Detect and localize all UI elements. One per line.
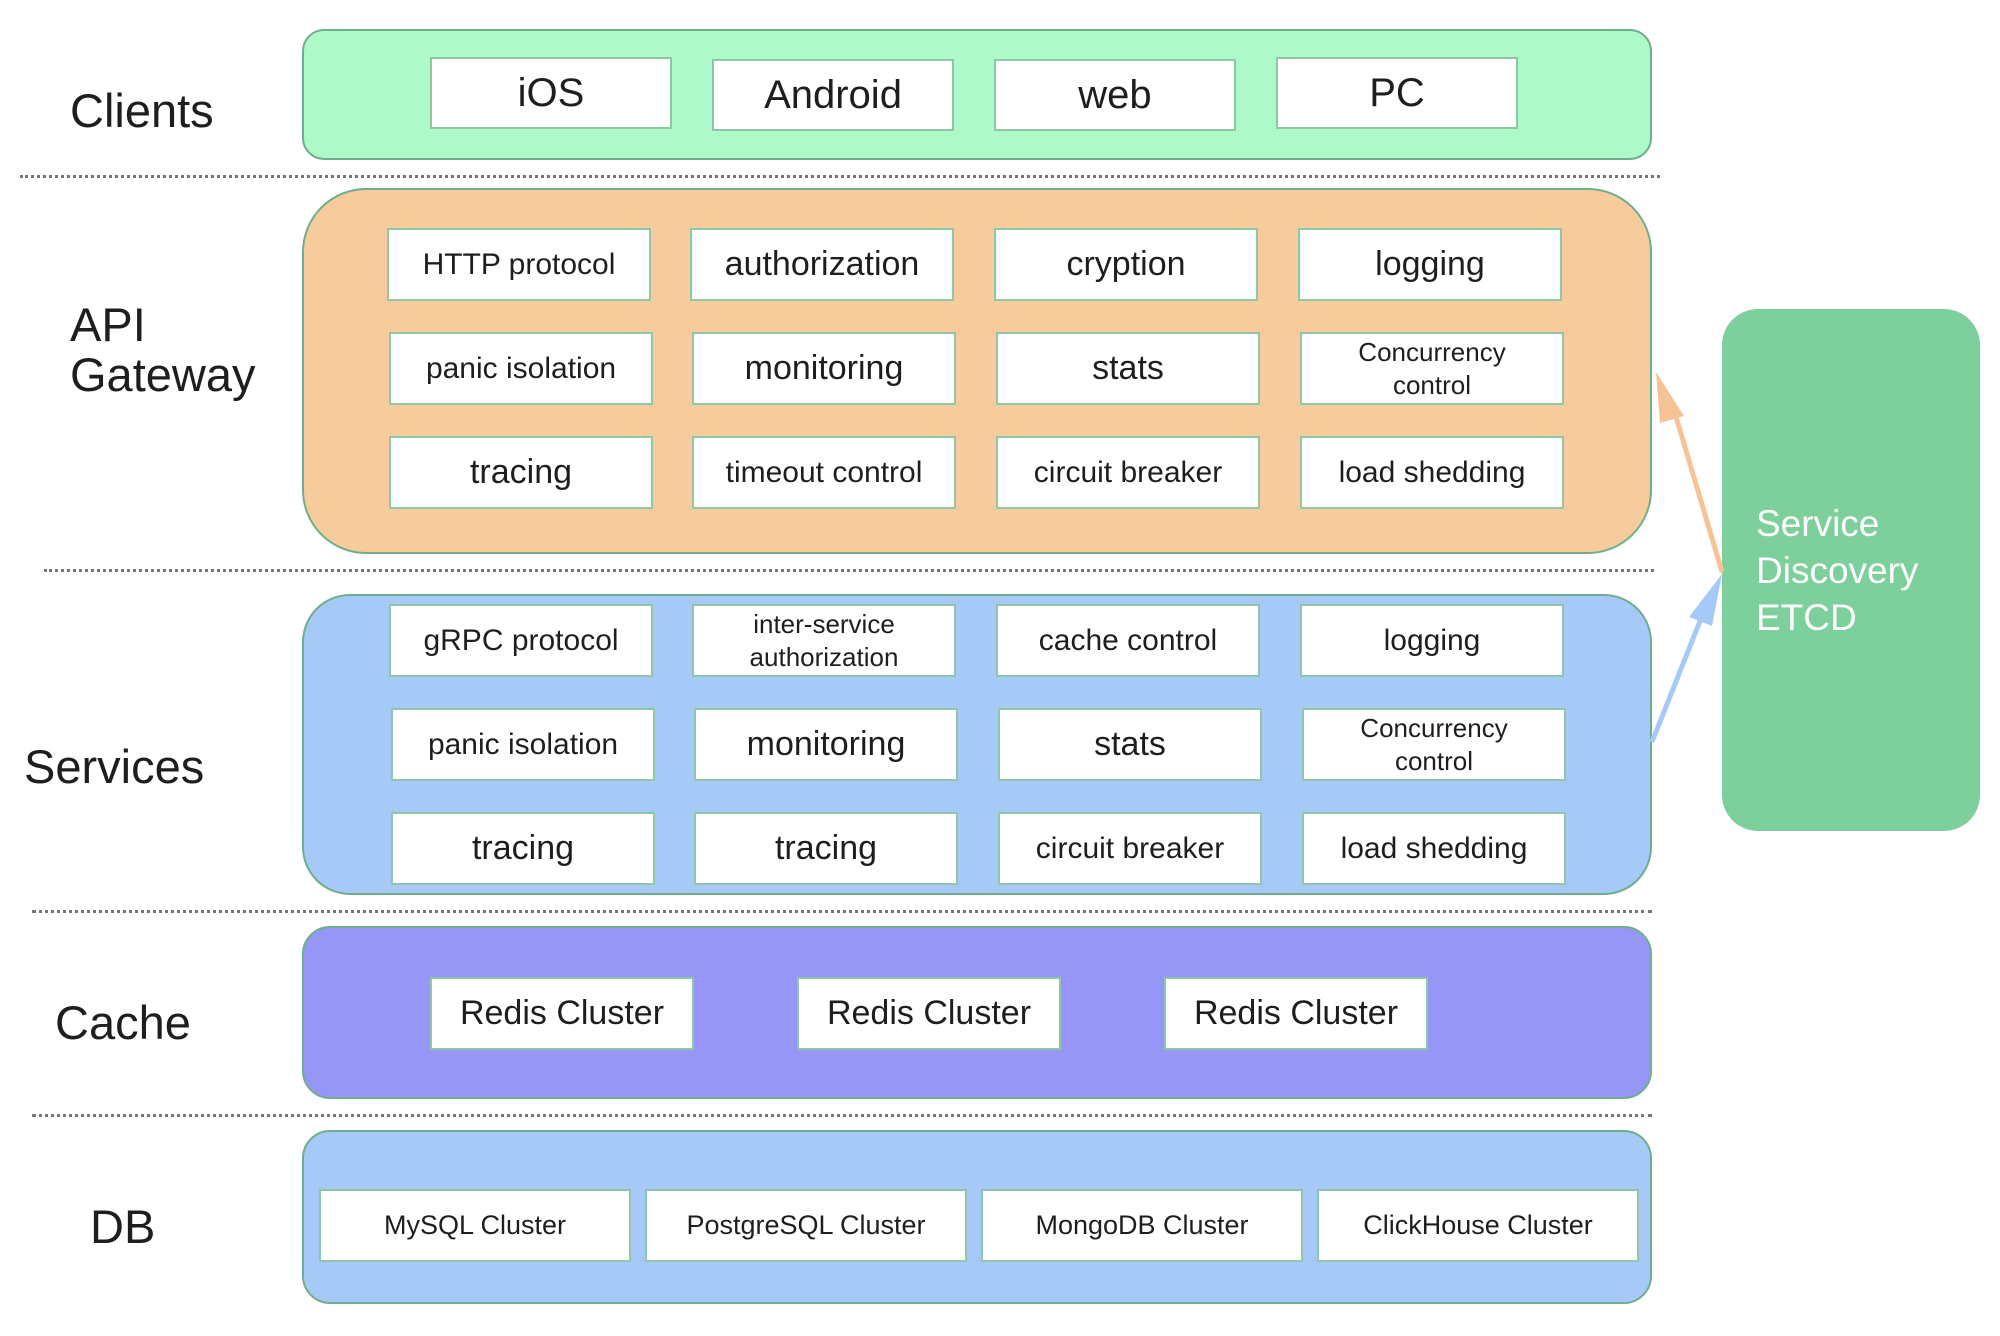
divider-clients-gateway [20,175,1660,178]
divider-services-cache [32,910,1652,913]
cache-layer-label: Cache [55,996,191,1049]
arrow-to-gateway-head [1656,372,1684,423]
arrow-to-services-line [1649,615,1705,743]
gateway-box-circuit-breaker: circuit breaker [996,436,1260,509]
db-box-postgresql: PostgreSQL Cluster [645,1189,967,1262]
db-box-mysql: MySQL Cluster [319,1189,631,1262]
gateway-box-timeout-control: timeout control [692,436,956,509]
service-discovery-panel [1722,309,1980,831]
client-box-pc: PC [1276,57,1518,129]
db-box-mongodb: MongoDB Cluster [981,1189,1303,1262]
gateway-box-load-shedding: load shedding [1300,436,1564,509]
gateway-box-logging: logging [1298,228,1562,301]
services-box-tracing-1: tracing [391,812,655,885]
services-box-circuit-breaker: circuit breaker [998,812,1262,885]
gateway-box-monitoring: monitoring [692,332,956,405]
client-box-ios: iOS [430,57,672,129]
service-discovery-line2: Discovery [1756,550,1919,591]
clients-layer-label: Clients [70,84,214,137]
services-concurrency-line1: Concurrency [1360,712,1508,743]
inter-service-line2: authorization [749,641,899,672]
gateway-concurrency-line2: control [1392,369,1472,400]
gateway-box-authorization: authorization [690,228,954,301]
gateway-layer-label-line2: Gateway [70,348,256,401]
services-box-grpc-protocol: gRPC protocol [389,604,653,677]
cache-box-redis-1: Redis Cluster [430,977,694,1050]
services-box-stats: stats [998,708,1262,781]
gateway-box-stats: stats [996,332,1260,405]
cache-box-redis-3: Redis Cluster [1164,977,1428,1050]
gateway-box-tracing: tracing [389,436,653,509]
service-discovery-line1: Service [1756,503,1880,544]
divider-gateway-services [44,569,1654,572]
services-box-concurrency-control: Concurrency control [1302,708,1566,781]
services-box-inter-service-authorization: inter-service authorization [692,604,956,677]
client-box-web: web [994,59,1236,131]
gateway-box-panic-isolation: panic isolation [389,332,653,405]
services-box-load-shedding: load shedding [1302,812,1566,885]
gateway-box-http-protocol: HTTP protocol [387,228,651,301]
gateway-box-concurrency-control: Concurrency control [1300,332,1564,405]
client-box-android: Android [712,59,954,131]
service-discovery-label: Service Discovery ETCD [1756,500,1976,641]
services-box-logging: logging [1300,604,1564,677]
gateway-layer-label-line1: API [70,298,146,351]
divider-cache-db [32,1114,1652,1117]
services-box-panic-isolation: panic isolation [391,708,655,781]
db-box-clickhouse: ClickHouse Cluster [1317,1189,1639,1262]
services-concurrency-line2: control [1394,745,1474,776]
gateway-concurrency-line1: Concurrency [1358,336,1506,367]
service-discovery-line3: ETCD [1756,597,1857,638]
cache-box-redis-2: Redis Cluster [797,977,1061,1050]
inter-service-line1: inter-service [753,608,895,639]
services-box-monitoring: monitoring [694,708,958,781]
arrow-to-gateway-line [1671,409,1725,573]
gateway-box-cryption: cryption [994,228,1258,301]
services-layer-label: Services [24,740,205,793]
services-box-cache-control: cache control [996,604,1260,677]
db-layer-label: DB [90,1200,156,1253]
arrow-to-services-head [1689,574,1722,626]
services-box-tracing-2: tracing [694,812,958,885]
